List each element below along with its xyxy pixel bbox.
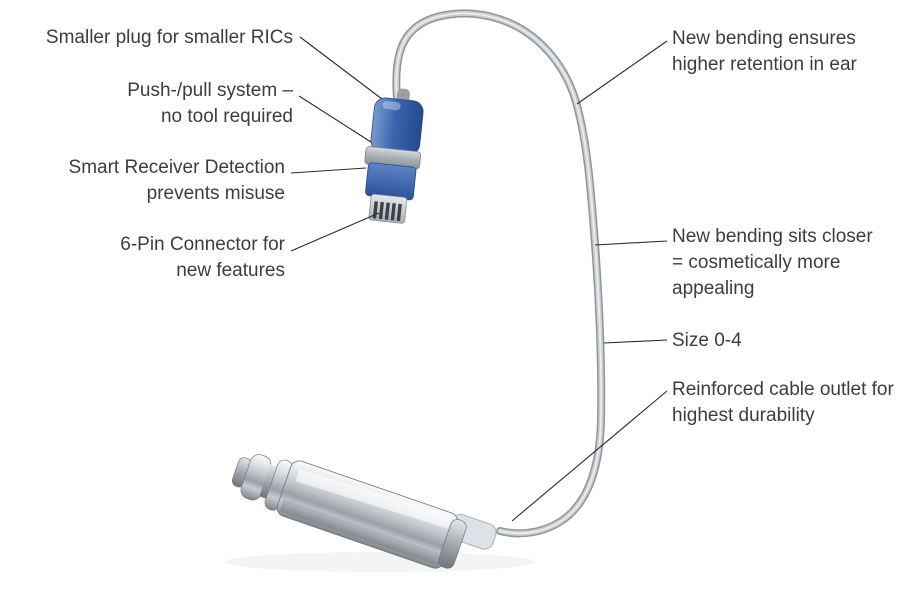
label-new-bending-retention: New bending ensures higher retention in …	[672, 28, 857, 75]
leader-push-pull	[298, 95, 372, 143]
cable-highlight	[395, 12, 603, 535]
leader-smart-receiver-detection	[290, 167, 367, 174]
label-6-pin-connector: 6-Pin Connector for new features	[120, 234, 285, 281]
cable	[392, 9, 606, 538]
leader-smaller-plug	[299, 36, 383, 100]
label-size-0-4: Size 0-4	[672, 330, 742, 351]
label-new-bending-closer: New bending sits closer = cosmetically m…	[672, 226, 873, 299]
cable-body	[393, 11, 604, 536]
leader-new-bending-closer	[594, 240, 668, 246]
leader-size-0-4	[603, 339, 668, 344]
leader-lines	[290, 36, 668, 522]
plug-illustration	[364, 88, 424, 224]
receiver-illustration	[231, 454, 467, 569]
receiver-shadow	[225, 552, 535, 572]
leader-reinforced-outlet	[511, 390, 668, 522]
leader-new-bending-retention	[576, 40, 668, 105]
label-reinforced-cable-outlet: Reinforced cable outlet for highest dura…	[672, 379, 894, 426]
leader-6-pin-connector	[290, 212, 380, 252]
plug-pins	[372, 201, 402, 222]
label-smaller-plug: Smaller plug for smaller RICs	[45, 27, 293, 48]
label-push-pull-system: Push-/pull system – no tool required	[127, 80, 293, 127]
label-smart-receiver-detection: Smart Receiver Detection prevents misuse	[68, 157, 285, 204]
